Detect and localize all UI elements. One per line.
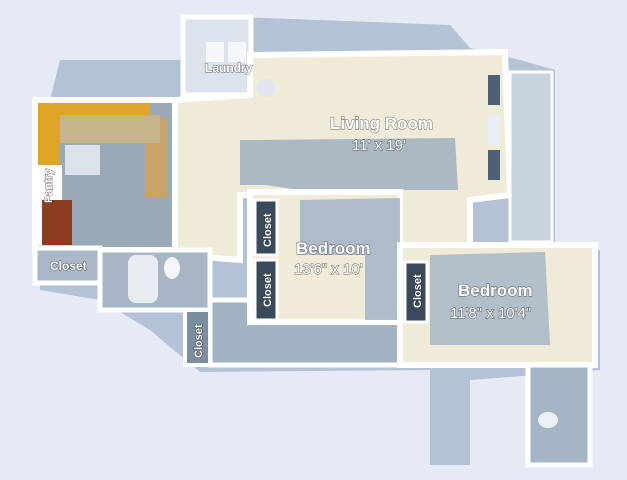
water-heater-icon (256, 79, 276, 97)
bedroom1-closet-lower-box (253, 258, 279, 322)
balcony (508, 70, 554, 244)
bedroom2-closet-label: Closet (412, 274, 424, 308)
washer-icon (206, 42, 224, 62)
bedroom-2-label: Bedroom (458, 281, 533, 300)
bathroom-2 (525, 362, 593, 468)
bath-closet (183, 308, 212, 367)
kitchen-island (65, 145, 100, 175)
kitchen-cabinet-lower (42, 200, 72, 245)
kitchen-counter-top (60, 115, 160, 143)
window-living-2 (488, 115, 500, 145)
room-labels: Laundry Living Room 11' x 19' Bedroom 13… (42, 60, 533, 358)
living-room-shade (240, 138, 458, 190)
bedroom1-closet-upper-box (253, 198, 279, 257)
bedroom1-closet-lower-label: Closet (262, 273, 274, 307)
outer-walls (32, 14, 598, 468)
bedroom-1-label: Bedroom (296, 239, 371, 258)
laundry-label: Laundry (205, 61, 253, 75)
bedroom1-closet-upper-label: Closet (262, 213, 274, 247)
toilet-icon (164, 257, 180, 279)
bedroom-1-dimensions: 13'6" x 10' (294, 261, 363, 278)
bedroom-1-shade (300, 198, 400, 320)
hall-closet-label: Closet (50, 259, 87, 273)
dryer-icon (228, 42, 246, 62)
living-room-label: Living Room (330, 114, 433, 133)
toilet-2-icon (538, 412, 558, 428)
bath-closet-label: Closet (193, 324, 205, 358)
pantry-label: Pantry (43, 168, 55, 203)
bedroom2-closet-box (403, 260, 429, 324)
living-room-dimensions: 11' x 19' (352, 137, 406, 154)
bathtub (128, 255, 158, 303)
bedroom-2-shade (430, 252, 550, 345)
window-living-1 (488, 75, 500, 105)
window-living-3 (488, 150, 500, 180)
bedroom-2-dimensions: 11'8" x 10'4" (450, 305, 531, 322)
